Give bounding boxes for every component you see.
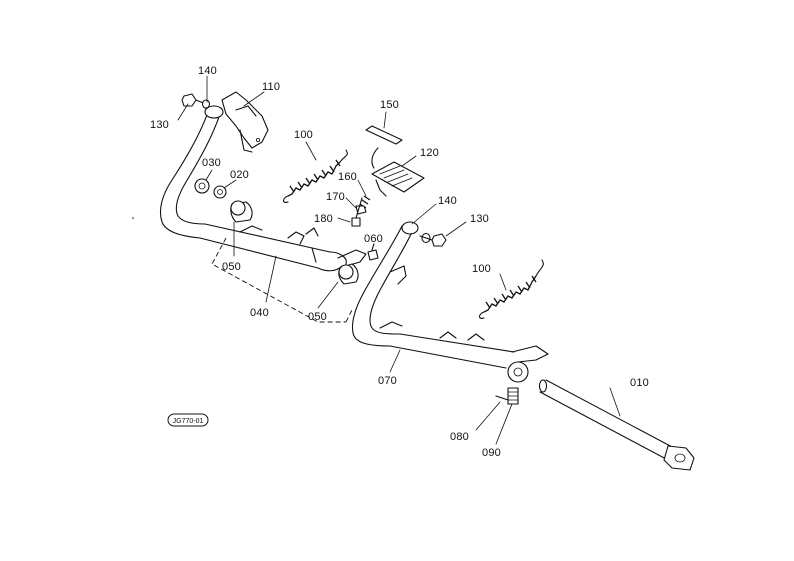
pedal-pad-120 [371,161,425,197]
label-070: 070 [378,375,397,387]
assembly-dashed-outline [211,237,353,323]
label-140-left: 140 [198,65,217,77]
drawing-code-stamp: JG770-01 [167,413,209,427]
bushing-050-lower [338,263,359,285]
washer-020 [213,185,227,199]
label-050-right: 050 [308,311,327,323]
label-140-right: 140 [438,195,457,207]
label-050-left: 050 [222,261,241,273]
bolt-180 [351,197,363,227]
label-020: 020 [230,169,249,181]
bolt-090 [507,387,519,405]
bushing-050-upper [230,200,253,223]
pedal-arm-070 [351,221,549,369]
label-100-lower: 100 [472,263,491,275]
label-040: 040 [250,307,269,319]
label-180: 180 [314,213,333,225]
label-100-upper: 100 [294,129,313,141]
bolt-130-right [419,233,447,247]
label-080: 080 [450,431,469,443]
label-130-right: 130 [470,213,489,225]
spring-100-lower [478,259,544,319]
hub-boss [507,361,529,383]
bracket-110 [221,91,269,153]
label-120: 120 [420,147,439,159]
washer-030 [194,178,210,194]
pedal-arm-040 [159,105,367,272]
clip-150 [365,125,403,169]
leader-lines [177,75,621,445]
label-060: 060 [364,233,383,245]
washer-140-left [201,99,211,109]
label-130-left: 130 [150,119,169,131]
label-170: 170 [326,191,345,203]
label-160: 160 [338,171,357,183]
label-010: 010 [630,377,649,389]
stray-dot [132,217,134,219]
shaft-010 [538,379,695,471]
drawing-code-text: JG770-01 [173,418,204,425]
label-150: 150 [380,99,399,111]
spring-100-upper [282,149,348,203]
label-110: 110 [262,81,280,93]
label-030: 030 [202,157,221,169]
label-090: 090 [482,447,501,459]
part-labels: 140 110 130 150 100 120 030 020 160 170 … [150,65,649,459]
